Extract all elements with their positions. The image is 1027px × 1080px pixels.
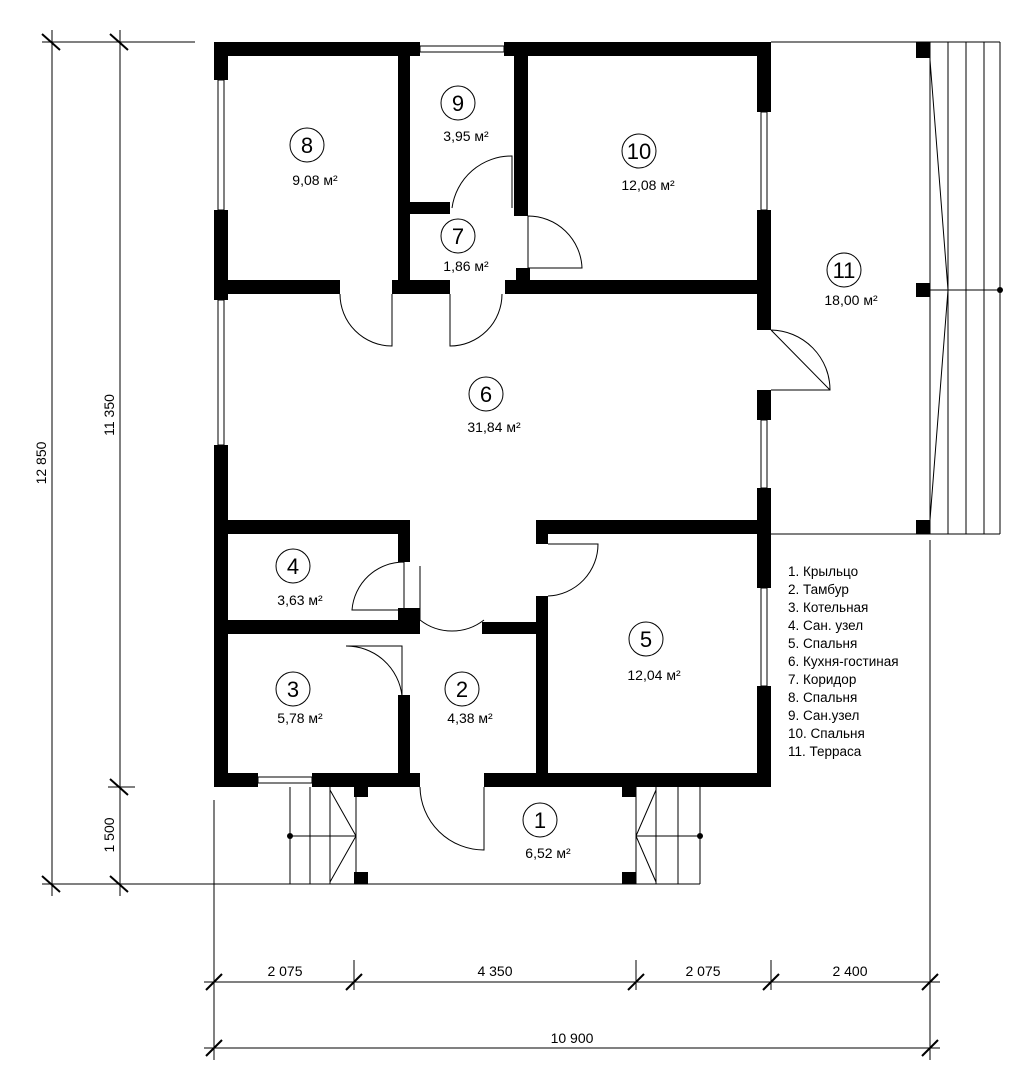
legend-item: 6. Кухня-гостиная xyxy=(788,654,899,669)
legend-item: 8. Спальня xyxy=(788,690,857,705)
room-number: 1 xyxy=(534,808,546,833)
room-number: 3 xyxy=(287,677,299,702)
legend-item: 3. Котельная xyxy=(788,600,868,615)
walls xyxy=(214,42,771,787)
room-number: 6 xyxy=(480,382,492,407)
room-4: 4 3,63 м² xyxy=(275,548,323,608)
room-number: 5 xyxy=(640,627,652,652)
room-number: 9 xyxy=(452,91,464,116)
room-area: 6,52 м² xyxy=(525,845,571,861)
dim-bottom-3: 2 075 xyxy=(685,963,720,979)
legend-item: 10. Спальня xyxy=(788,726,865,741)
room-5: 5 12,04 м² xyxy=(627,621,681,683)
dim-left-main: 11 350 xyxy=(101,394,117,436)
legend: 1. Крыльцо 2. Тамбур 3. Котельная 4. Сан… xyxy=(788,564,899,759)
room-area: 1,86 м² xyxy=(443,258,489,274)
room-labels: 1 6,52 м² 2 4,38 м² 3 5,78 м² 4 3,63 м² 5 12,… xyxy=(275,85,878,861)
room-1: 1 6,52 м² xyxy=(522,802,571,861)
room-3: 3 5,78 м² xyxy=(275,671,323,726)
room-9: 9 3,95 м² xyxy=(440,85,489,144)
room-number: 8 xyxy=(301,133,313,158)
room-area: 3,63 м² xyxy=(277,592,323,608)
dim-bottom-2: 4 350 xyxy=(477,963,512,979)
legend-item: 2. Тамбур xyxy=(788,582,849,597)
dim-bottom-4: 2 400 xyxy=(832,963,867,979)
legend-item: 11. Терраса xyxy=(788,744,862,759)
room-number: 7 xyxy=(452,224,464,249)
room-2: 2 4,38 м² xyxy=(444,671,493,726)
dim-left-total: 12 850 xyxy=(33,441,49,484)
dim-left-porch: 1 500 xyxy=(101,817,117,852)
room-number: 2 xyxy=(456,677,468,702)
room-6: 6 31,84 м² xyxy=(467,376,521,435)
room-number: 10 xyxy=(627,139,651,164)
room-number: 11 xyxy=(833,258,856,283)
room-area: 31,84 м² xyxy=(467,419,521,435)
room-area: 18,00 м² xyxy=(824,292,878,308)
legend-item: 1. Крыльцо xyxy=(788,564,858,579)
room-area: 4,38 м² xyxy=(447,710,493,726)
porch xyxy=(287,787,703,885)
room-area: 9,08 м² xyxy=(292,172,338,188)
room-number: 4 xyxy=(287,554,299,579)
dim-bottom-total: 10 900 xyxy=(551,1030,594,1046)
dimension-lines: 2 075 4 350 2 075 2 400 10 900 12 850 11… xyxy=(33,30,940,1060)
legend-item: 7. Коридор xyxy=(788,672,856,687)
room-area: 12,08 м² xyxy=(621,177,675,193)
room-7: 7 1,86 м² xyxy=(440,218,489,274)
dim-bottom-1: 2 075 xyxy=(267,963,302,979)
room-10: 10 12,08 м² xyxy=(621,133,675,193)
room-area: 5,78 м² xyxy=(277,710,323,726)
legend-item: 4. Сан. узел xyxy=(788,618,863,633)
doors xyxy=(339,155,831,851)
room-8: 8 9,08 м² xyxy=(289,127,338,188)
legend-item: 9. Сан.узел xyxy=(788,708,859,723)
room-11: 11 18,00 м² xyxy=(824,252,878,308)
room-area: 3,95 м² xyxy=(443,128,489,144)
room-area: 12,04 м² xyxy=(627,667,681,683)
terrace xyxy=(771,41,1003,535)
legend-item: 5. Спальня xyxy=(788,636,857,651)
